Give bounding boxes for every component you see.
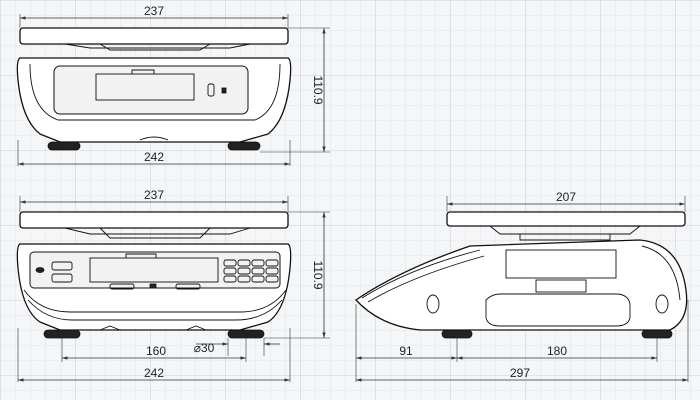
front-button-a [51,261,73,271]
front-height-label: 110.9 [311,260,325,289]
side-total-depth-label: 297 [510,366,530,380]
front-view: 237 110.9 160 ⌀30 242 [16,188,330,382]
top-display-window [95,73,195,101]
front-foot-right [227,329,265,339]
top-indicator [207,83,215,97]
side-lower-panel [485,293,631,327]
side-display-recess [505,249,617,279]
top-height-label: 110.9 [311,75,325,104]
top-display-panel [53,65,249,115]
front-keypad [223,259,279,283]
top-foot-right [227,141,261,151]
front-foot-left [43,329,81,339]
front-foot-spacing-label: 160 [146,344,166,358]
side-foot-front [441,329,473,339]
top-base-width-label: 242 [144,150,164,164]
side-front-offset-label: 91 [399,344,413,358]
side-foot-spacing-label: 180 [547,344,567,358]
top-view: 237 110.9 242 [16,4,330,166]
side-foot-rear [641,329,673,339]
top-platter [19,27,289,45]
front-width-label: 237 [144,188,164,202]
side-hole-left [426,294,440,314]
side-label-slot [535,279,587,293]
top-width-label: 237 [144,4,164,18]
front-platter [19,211,289,229]
front-base-width-label: 242 [144,366,164,380]
side-hole-right [655,294,669,314]
side-view: 207 91 180 297 [355,190,689,382]
front-button-b [51,273,73,283]
top-foot-left [47,141,81,151]
side-platter-width-label: 207 [556,190,576,204]
side-platter [446,211,686,227]
front-foot-diameter-label: ⌀30 [194,341,215,355]
front-display-window [89,257,219,283]
